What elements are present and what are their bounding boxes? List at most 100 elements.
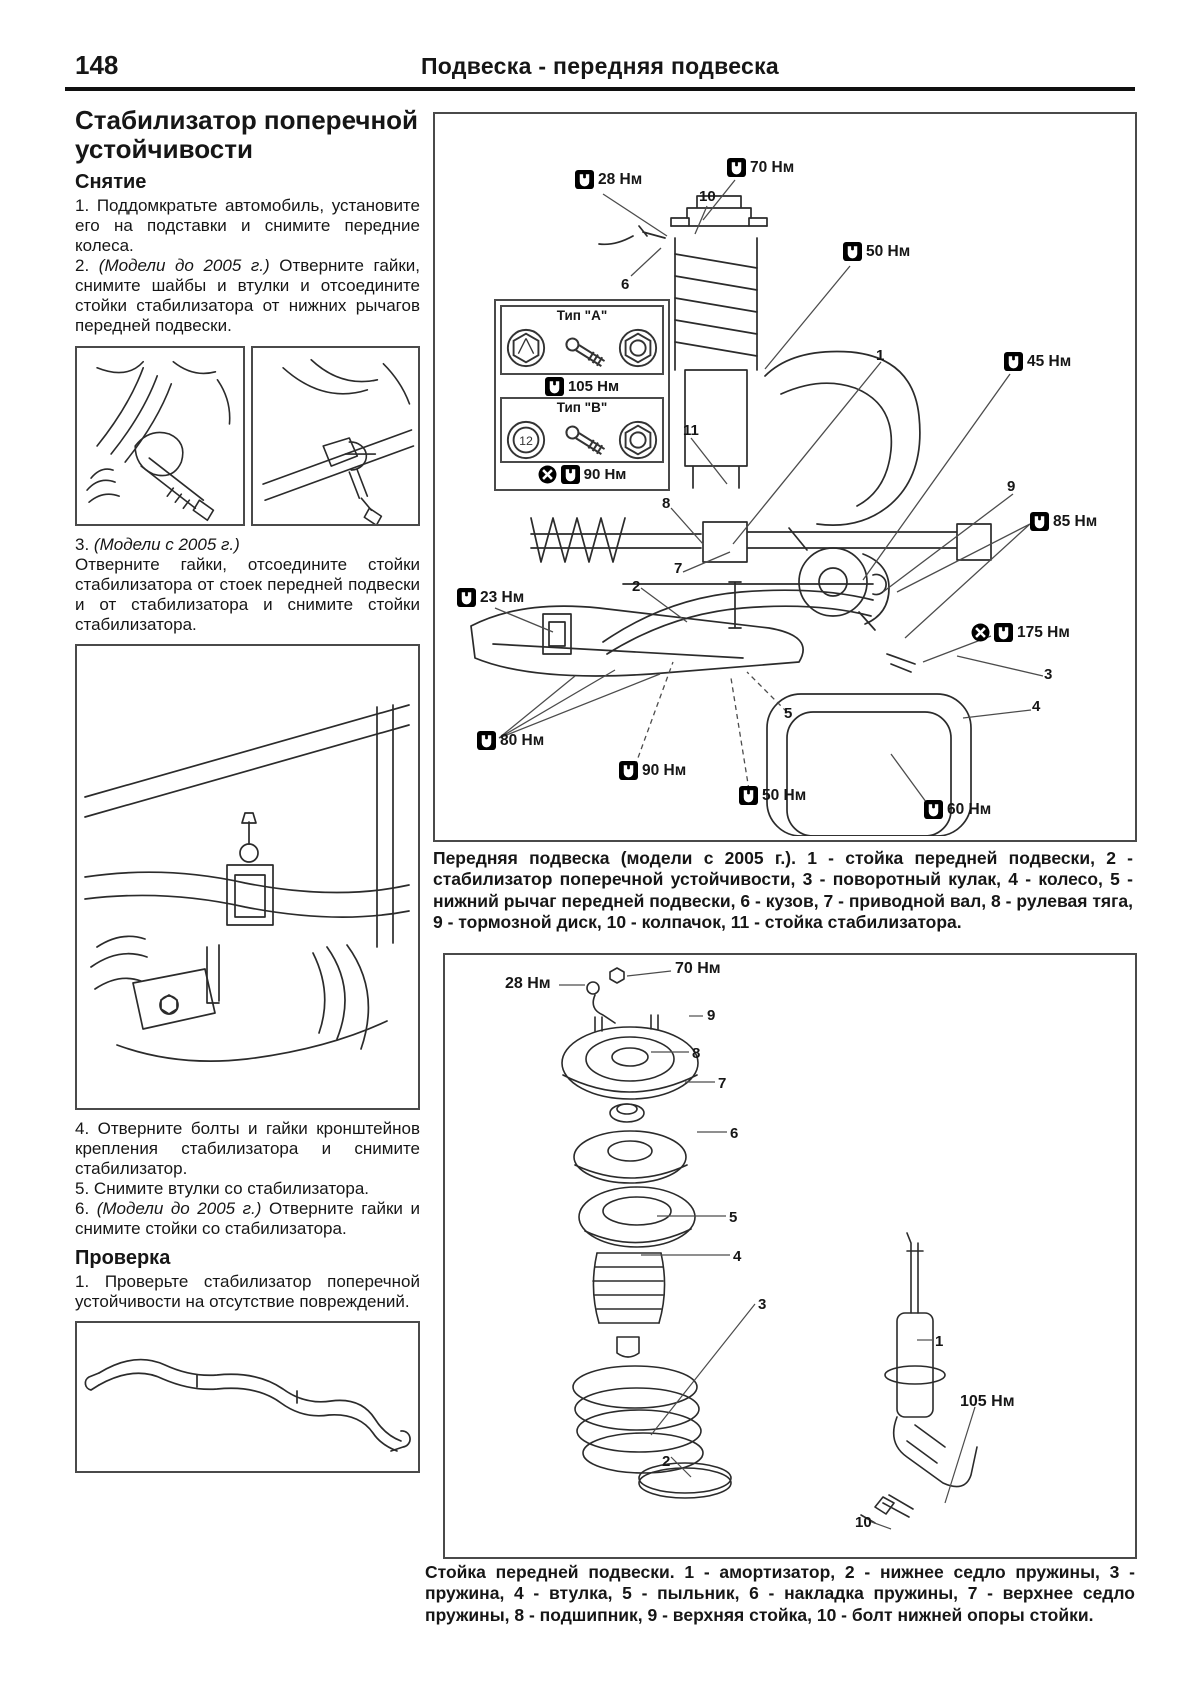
torque-callout: 105 Нм xyxy=(960,1393,1015,1410)
torque-105: 105 Нм xyxy=(500,375,664,397)
step-number: 1. xyxy=(75,196,90,216)
torque-callout: 80 Нм xyxy=(477,731,544,750)
torque-callout: 70 Нм xyxy=(727,158,794,177)
technical-drawing xyxy=(261,358,414,524)
part-number-callout: 4 xyxy=(733,1248,742,1265)
removal-heading: Снятие xyxy=(75,171,147,194)
step-number: 3. xyxy=(75,534,90,554)
page-title: Подвеска - передняя подвеска xyxy=(420,53,780,79)
torque-value: 90 Нм xyxy=(583,465,627,483)
bolt-type-b-box: Тип "В" 12 xyxy=(500,396,664,466)
part-number-callout: 4 xyxy=(1032,698,1041,715)
torque-value: 70 Нм xyxy=(750,158,795,176)
figure-stabilizer-link-b xyxy=(250,345,420,526)
step-6: 6. (Модели до 2005 г.) Отверните гайки и… xyxy=(75,1199,420,1239)
torque-90-inset: 90 Нм xyxy=(500,463,664,485)
torque-value: 50 Нм xyxy=(866,242,911,260)
step-number: 1. xyxy=(75,1272,90,1292)
torque-callout: 23 Нм xyxy=(457,588,524,607)
page-number: 148 xyxy=(75,50,119,80)
wrench-icon xyxy=(477,731,496,750)
wrench-icon xyxy=(575,170,594,189)
part-number-callout: 2 xyxy=(632,578,641,595)
step-3-text: Отверните гайки, отсоедините стойки стаб… xyxy=(75,554,420,634)
step-4: 4. Отверните болты и гайки кронштейнов к… xyxy=(75,1119,420,1179)
wrench-icon xyxy=(924,800,943,819)
step-number: 6. xyxy=(75,1198,90,1218)
step-text: Отверните болты и гайки кронштейнов креп… xyxy=(75,1118,420,1178)
bolt-type-b-label: Тип "В" xyxy=(556,399,608,415)
technical-drawing xyxy=(470,179,1044,836)
torque-callout: 90 Нм xyxy=(619,761,686,780)
step-model-note: (Модели до 2005 г.) xyxy=(98,256,270,276)
technical-drawing xyxy=(84,703,410,1062)
torque-value: 50 Нм xyxy=(762,786,807,804)
step-text: Снимите втулки со стабилизатора. xyxy=(93,1178,370,1198)
wrench-icon xyxy=(727,158,746,177)
front-strut-diagram: 28 Нм 70 Нм 105 Нм 9 8 7 6 5 4 3 1 2 10 xyxy=(443,953,1137,1559)
torque-value: 60 Нм xyxy=(947,800,992,818)
wrench-icon xyxy=(457,588,476,607)
wrench-icon xyxy=(994,623,1013,642)
step-number: 2. xyxy=(75,256,90,276)
wrench-icon xyxy=(1030,512,1049,531)
step-3-heading: 3. (Модели с 2005 г.) xyxy=(75,535,420,555)
part-number-callout: 2 xyxy=(662,1453,671,1470)
section-title: Стабилизатор поперечной устойчивости xyxy=(75,105,419,164)
replace-part-icon xyxy=(538,465,557,484)
bolt-icon xyxy=(556,333,618,378)
part-number-callout: 1 xyxy=(876,347,885,364)
torque-value: 105 Нм xyxy=(567,377,620,395)
figure-stabilizer-bar xyxy=(75,1321,420,1474)
step-number: 5. xyxy=(75,1178,90,1198)
step-model-note: (Модели до 2005 г.) xyxy=(96,1198,262,1218)
front-suspension-diagram: Тип "А" 105 Нм Тип "В" 12 xyxy=(433,112,1137,842)
part-number-callout: 7 xyxy=(674,560,683,577)
step-text: Отверните гайки и снимите стойки со стаб… xyxy=(75,1198,420,1238)
torque-value: 90 Нм xyxy=(642,761,687,779)
diagram1-caption: Передняя подвеска (модели с 2005 г.). 1 … xyxy=(433,848,1133,933)
step-2: 2. (Модели до 2005 г.) Отверните гайки, … xyxy=(75,256,420,336)
part-number-callout: 3 xyxy=(758,1296,767,1313)
marked-bolt-head-icon: 12 xyxy=(505,419,547,466)
torque-value: 28 Нм xyxy=(598,170,643,188)
bolt-type-a-label: Тип "А" xyxy=(556,308,608,323)
bolt-icon xyxy=(556,421,618,466)
technical-drawing xyxy=(559,967,978,1530)
part-number-callout: 8 xyxy=(662,495,671,512)
torque-callout: 45 Нм xyxy=(1004,352,1071,371)
header-rule xyxy=(65,87,1135,91)
check-heading: Проверка xyxy=(75,1247,171,1270)
torque-callout: 60 Нм xyxy=(924,800,991,819)
torque-value: 85 Нм xyxy=(1053,512,1098,530)
wrench-icon xyxy=(1004,352,1023,371)
part-number-callout: 5 xyxy=(729,1209,738,1226)
step-model-note: (Модели с 2005 г.) xyxy=(93,534,240,554)
part-number-callout: 10 xyxy=(699,188,716,205)
part-number-callout: 6 xyxy=(621,276,630,293)
wrench-icon xyxy=(619,761,638,780)
hex-bolt-icon xyxy=(505,327,547,374)
left-column: Стабилизатор поперечной устойчивости Сня… xyxy=(75,105,420,1474)
torque-callout: 28 Нм xyxy=(505,975,551,992)
step-text: Отверните гайки, снимите шайбы и втулки … xyxy=(75,256,420,336)
step-text: Проверьте стабилизатор поперечной устойч… xyxy=(75,1272,420,1312)
torque-callout: 50 Нм xyxy=(843,242,910,261)
wrench-icon xyxy=(544,376,564,396)
replace-part-icon xyxy=(971,623,990,642)
wrench-icon xyxy=(560,464,580,484)
step-1: 1. Поддомкратьте автомобиль, установите … xyxy=(75,196,420,256)
torque-value: 23 Нм xyxy=(480,588,525,606)
bolt-type-a-box: Тип "А" xyxy=(500,305,664,378)
part-number-callout: 10 xyxy=(855,1514,872,1531)
step-text: Поддомкратьте автомобиль, установите его… xyxy=(75,196,420,256)
part-number-callout: 11 xyxy=(683,422,699,439)
torque-value: 80 Нм xyxy=(500,731,545,749)
figure-stabilizer-mounting xyxy=(75,643,420,1110)
diagram2-caption: Стойка передней подвески. 1 - амортизато… xyxy=(425,1562,1135,1625)
torque-callout: 50 Нм xyxy=(739,786,806,805)
part-number-callout: 1 xyxy=(935,1333,944,1350)
wrench-icon xyxy=(739,786,758,805)
technical-drawing xyxy=(86,360,231,521)
